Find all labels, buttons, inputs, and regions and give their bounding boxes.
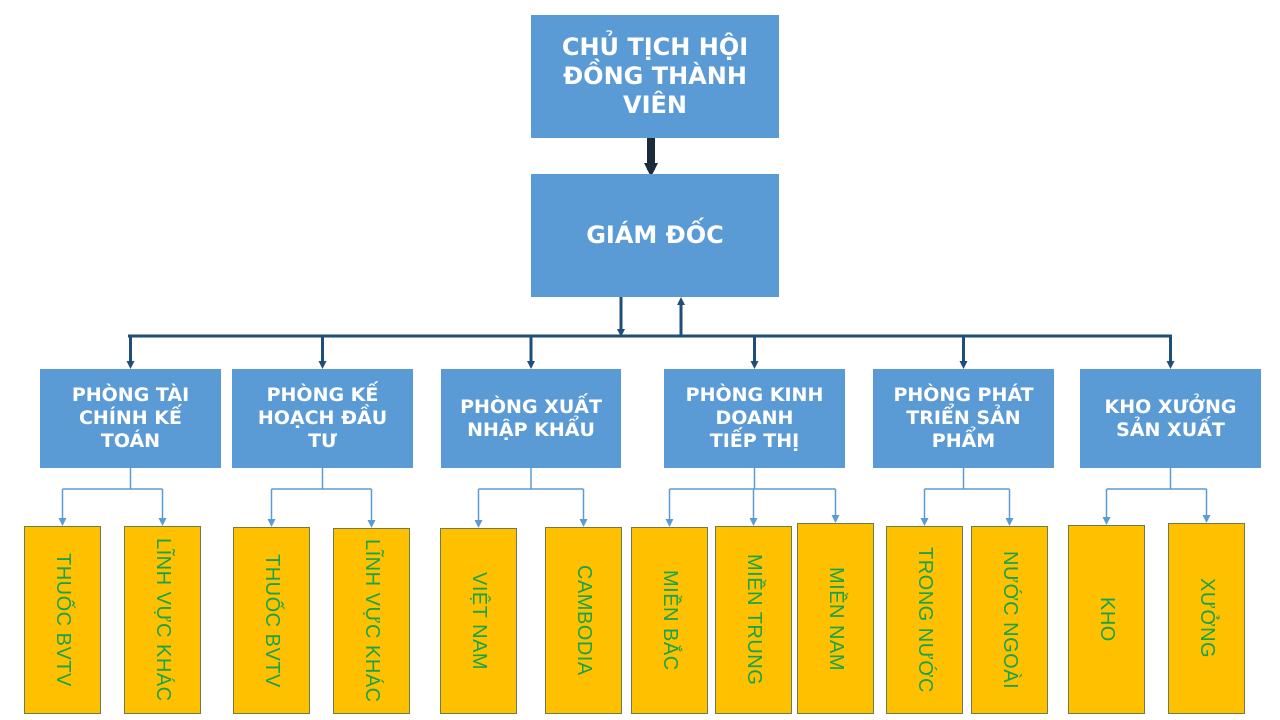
subunit-label: CAMBODIA	[573, 565, 595, 676]
subunit-label: TRONG NƯỚC	[914, 547, 936, 693]
subunit-label: LĨNH VỰC KHÁC	[361, 539, 383, 703]
department-label: KHO XƯỞNG SẢN XUẤT	[1104, 395, 1237, 441]
subunit-label: LĨNH VỰC KHÁC	[152, 538, 174, 702]
subunit-node: NƯỚC NGOÀI	[971, 526, 1048, 714]
department-node: PHÒNG XUẤT NHẬP KHẨU	[441, 369, 621, 468]
director-node: GIÁM ĐỐC	[531, 174, 779, 297]
subunit-label: MIỀN TRUNG	[743, 554, 765, 686]
department-label: PHÒNG XUẤT NHẬP KHẨU	[460, 395, 602, 441]
department-node: PHÒNG KINH DOANH TIẾP THỊ	[664, 369, 845, 468]
chairman-label: CHỦ TỊCH HỘI ĐỒNG THÀNH VIÊN	[561, 33, 749, 119]
subunit-label: XƯỞNG	[1196, 578, 1218, 659]
subunit-label: KHO	[1096, 597, 1118, 642]
subunit-node: CAMBODIA	[545, 527, 622, 714]
department-label: PHÒNG KINH DOANH TIẾP THỊ	[685, 384, 824, 452]
subunit-node: TRONG NƯỚC	[886, 526, 963, 714]
subunit-node: KHO	[1068, 525, 1145, 714]
subunit-node: VIỆT NAM	[440, 528, 517, 714]
department-label: PHÒNG PHÁT TRIỂN SẢN PHẨM	[893, 384, 1034, 452]
department-node: PHÒNG TÀI CHÍNH KẾ TOÁN	[40, 369, 221, 468]
subunit-node: MIỀN NAM	[797, 523, 874, 714]
subunit-label: MIỀN BẮC	[659, 570, 681, 671]
chairman-node: CHỦ TỊCH HỘI ĐỒNG THÀNH VIÊN	[531, 15, 779, 138]
subunit-label: THUỐC BVTV	[52, 553, 74, 687]
subunit-label: NƯỚC NGOÀI	[999, 550, 1021, 690]
department-label: PHÒNG KẾ HOẠCH ĐẦU TƯ	[257, 384, 388, 452]
subunit-node: MIỀN BẮC	[631, 527, 708, 714]
subunit-node: THUỐC BVTV	[24, 526, 101, 714]
director-label: GIÁM ĐỐC	[586, 221, 724, 250]
subunit-node: LĨNH VỰC KHÁC	[333, 528, 410, 714]
department-node: KHO XƯỞNG SẢN XUẤT	[1080, 369, 1261, 468]
subunit-node: THUỐC BVTV	[233, 527, 310, 714]
department-node: PHÒNG PHÁT TRIỂN SẢN PHẨM	[873, 369, 1054, 468]
subunit-node: MIỀN TRUNG	[715, 526, 792, 714]
subunit-label: MIỀN NAM	[825, 566, 847, 671]
department-node: PHÒNG KẾ HOẠCH ĐẦU TƯ	[232, 369, 413, 468]
subunit-node: LĨNH VỰC KHÁC	[124, 526, 201, 714]
department-label: PHÒNG TÀI CHÍNH KẾ TOÁN	[71, 384, 190, 452]
subunit-node: XƯỞNG	[1168, 523, 1245, 714]
subunit-label: VIỆT NAM	[468, 571, 490, 671]
subunit-label: THUỐC BVTV	[261, 553, 283, 688]
